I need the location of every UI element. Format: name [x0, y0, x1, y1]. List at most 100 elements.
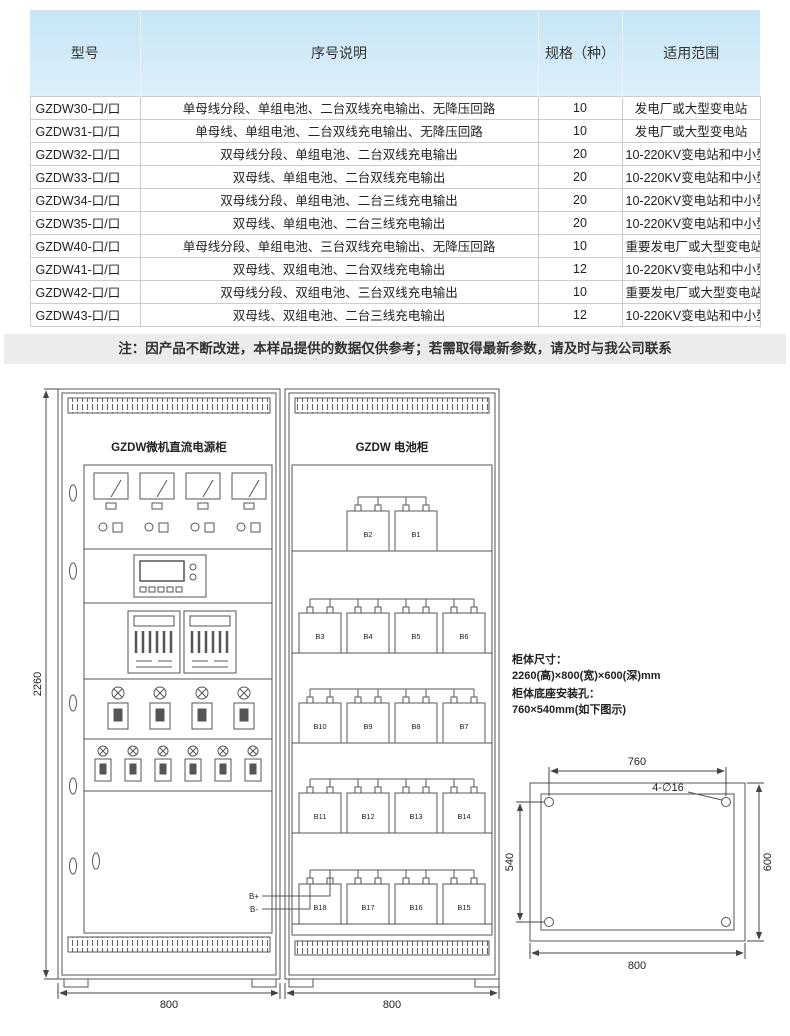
- breaker-small: [94, 745, 112, 781]
- desc-cell: 双母线分段、双组电池、三台双线充电输出: [139, 279, 539, 304]
- desc-cell: 双母线、双组电池、二台三线充电输出: [139, 302, 539, 327]
- size-note-line4: 760×540mm(如下图示): [512, 702, 626, 716]
- battery: [298, 778, 342, 833]
- battery-label: B10: [313, 722, 326, 731]
- note-bar: 注：因产品不断改进，本样品提供的数据仅供参考；若需取得最新参数，请及时与我公司联…: [4, 333, 786, 364]
- table-row: GZDW33-口/口 双母线、单组电池、二台双线充电输出 20 10-220KV…: [29, 164, 761, 189]
- battery: [394, 496, 438, 551]
- desc-cell: 双母线、双组电池、二台双线充电输出: [139, 256, 539, 281]
- breaker: [107, 686, 129, 729]
- battery: [394, 598, 438, 653]
- table-row: GZDW30-口/口 单母线分段、单组电池、二台双线充电输出、无降压回路 10 …: [29, 95, 761, 120]
- size-note-line3: 柜体底座安装孔：: [511, 686, 600, 700]
- breaker-small: [244, 745, 262, 781]
- model-cell: GZDW34-口/口: [29, 187, 141, 212]
- desc-cell: 双母线分段、单组电池、二台三线充电输出: [139, 187, 539, 212]
- panel-meter: [185, 472, 221, 532]
- mounting-hole: [544, 916, 554, 927]
- spec-cell: 12: [537, 302, 623, 327]
- battery-label: B18: [313, 903, 326, 912]
- spec-cell: 10: [537, 279, 623, 304]
- mounting-hole: [721, 916, 731, 927]
- battery: [298, 598, 342, 653]
- vent-grille: [294, 397, 490, 413]
- table-row: GZDW32-口/口 双母线分段、单组电池、二台双线充电输出 20 10-220…: [29, 141, 761, 166]
- desc-cell: 双母线分段、单组电池、二台双线充电输出: [139, 141, 539, 166]
- cabinet-diagram: GZDW微机直流电源柜 GZDW 电池柜 2260 800 800 B2 B1 …: [32, 388, 774, 1011]
- spec-cell: 20: [537, 164, 623, 189]
- battery: [346, 869, 390, 924]
- note-text: 注：因产品不断改进，本样品提供的数据仅供参考；若需取得最新参数，请及时与我公司联…: [118, 340, 672, 356]
- model-cell: GZDW40-口/口: [29, 233, 141, 258]
- base-left-dim-label: 540: [504, 852, 516, 870]
- battery: [298, 688, 342, 743]
- table-header-row: 型号 序号说明 规格（种） 适用范围: [30, 10, 760, 96]
- breaker: [233, 686, 255, 729]
- battery-label: B3: [315, 632, 324, 641]
- spec-cell: 10: [537, 118, 623, 143]
- battery-label: B17: [361, 903, 374, 912]
- table-row: GZDW35-口/口 双母线、单组电池、二台三线充电输出 20 10-220KV…: [29, 210, 761, 235]
- spec-cell: 20: [537, 210, 623, 235]
- battery-label: B1: [411, 530, 420, 539]
- battery: [394, 688, 438, 743]
- spec-table: 型号 序号说明 规格（种） 适用范围 GZDW30-口/口 单母线分段、单组电池…: [29, 10, 761, 327]
- range-cell: 10-220KV变电站和中小型厂: [621, 141, 761, 166]
- charger-module: [126, 609, 182, 674]
- left-cabinet-title: GZDW微机直流电源柜: [111, 440, 227, 454]
- range-cell: 发电厂或大型变电站: [621, 118, 761, 143]
- dimension-lines: [42, 388, 764, 999]
- model-cell: GZDW31-口/口: [29, 118, 141, 143]
- table-row: GZDW41-口/口 双母线、双组电池、二台双线充电输出 12 10-220KV…: [29, 256, 761, 281]
- base-right-dim-label: 600: [762, 852, 774, 870]
- battery-label: B13: [409, 812, 422, 821]
- battery-label: B12: [361, 812, 374, 821]
- mounting-hole: [544, 796, 554, 807]
- size-note-line2: 2260(高)×800(宽)×600(深)mm: [512, 668, 661, 682]
- model-cell: GZDW41-口/口: [29, 256, 141, 281]
- desc-cell: 双母线、单组电池、二台三线充电输出: [139, 210, 539, 235]
- battery-label: B4: [363, 632, 372, 641]
- terminal-neg-label: B-: [250, 905, 258, 914]
- battery: [442, 869, 486, 924]
- battery-label: B5: [411, 632, 420, 641]
- terminal-pos-label: B+: [249, 892, 259, 901]
- base-top-dim-label: 760: [628, 756, 646, 768]
- model-cell: GZDW33-口/口: [29, 164, 141, 189]
- spec-cell: 12: [537, 256, 623, 281]
- header-spec: 规格（种）: [538, 10, 623, 96]
- battery-label: B16: [409, 903, 422, 912]
- base-plate-outline: [529, 782, 746, 941]
- battery: [346, 496, 390, 551]
- spec-cell: 20: [537, 141, 623, 166]
- battery-label: B7: [459, 722, 468, 731]
- breaker: [149, 686, 171, 729]
- range-cell: 10-220KV变电站和中小型厂: [621, 210, 761, 235]
- battery: [442, 778, 486, 833]
- desc-cell: 双母线、单组电池、二台双线充电输出: [139, 164, 539, 189]
- panel-meter: [231, 472, 267, 532]
- cabinet-linework: [57, 388, 746, 987]
- battery-label: B11: [314, 812, 327, 821]
- spec-cell: 10: [537, 233, 623, 258]
- spec-cell: 10: [537, 95, 623, 120]
- right-width-dim-label: 800: [383, 999, 401, 1011]
- range-cell: 10-220KV变电站和中小型厂: [621, 164, 761, 189]
- table-row: GZDW43-口/口 双母线、双组电池、二台三线充电输出 12 10-220KV…: [29, 302, 761, 327]
- battery: [394, 778, 438, 833]
- desc-cell: 单母线分段、单组电池、三台双线充电输出、无降压回路: [139, 233, 539, 258]
- vent-grille: [67, 397, 271, 413]
- model-cell: GZDW30-口/口: [29, 95, 141, 120]
- table-row: GZDW34-口/口 双母线分段、单组电池、二台三线充电输出 20 10-220…: [29, 187, 761, 212]
- header-range: 适用范围: [622, 10, 760, 96]
- monitor-unit: [133, 554, 207, 597]
- battery: [346, 598, 390, 653]
- panel-meter: [93, 472, 129, 532]
- left-width-dim-label: 800: [160, 999, 178, 1011]
- desc-cell: 单母线分段、单组电池、二台双线充电输出、无降压回路: [139, 95, 539, 120]
- breaker-small: [214, 745, 232, 781]
- breaker-small: [154, 745, 172, 781]
- model-cell: GZDW32-口/口: [29, 141, 141, 166]
- breaker: [191, 686, 213, 729]
